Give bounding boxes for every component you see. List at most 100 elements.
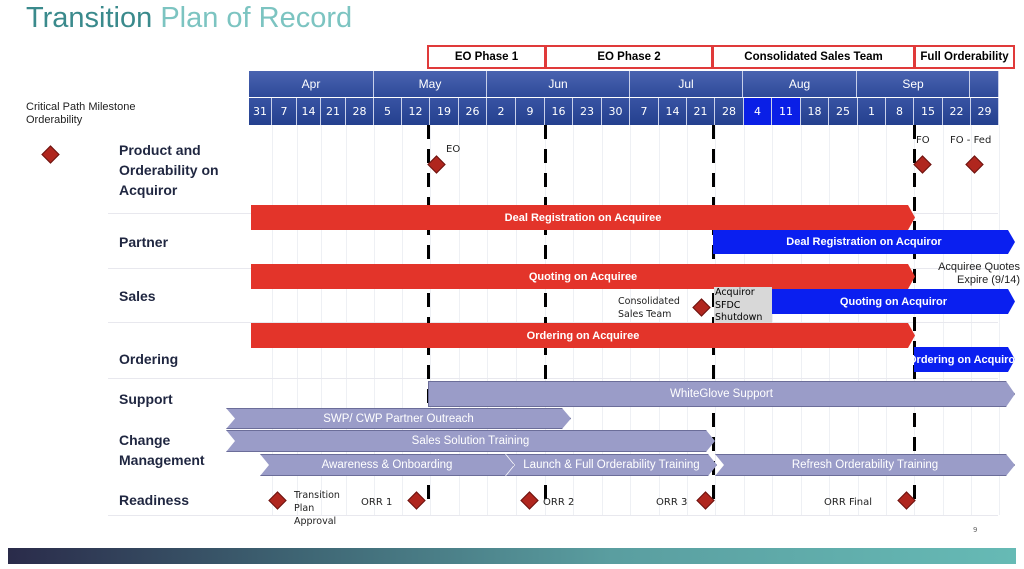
phase-full-orderability: Full Orderability xyxy=(914,45,1015,69)
quotes-expire-line1: Acquiree Quotes xyxy=(938,261,1020,273)
slide-title: Transition Plan of Record xyxy=(26,2,352,35)
bar-launch-training: Launch & Full Orderability Training xyxy=(506,454,717,476)
week-gridline xyxy=(321,125,322,515)
row-label-partner: Partner xyxy=(119,234,169,250)
milestone-fo-fed-label: FO - Fed xyxy=(950,135,992,146)
week-gridline xyxy=(659,125,660,515)
milestone-orr2-diamond-icon xyxy=(520,491,539,510)
row-divider xyxy=(108,515,998,516)
week-gridline xyxy=(858,125,859,515)
month-header: Sep xyxy=(857,71,970,97)
bar-quoting-acquiror: Quoting on Acquiror xyxy=(772,289,1015,314)
milestone-legend-diamond-icon xyxy=(41,145,60,164)
bar-deal-registration-acquiror: Deal Registration on Acquiror xyxy=(713,230,1015,254)
milestone-fo-label: FO xyxy=(916,135,930,146)
title-part2: Plan of Record xyxy=(160,2,353,34)
shutdown-line3: Shutdown xyxy=(715,312,763,323)
footer-gradient-bar xyxy=(8,548,1016,564)
week-gridline xyxy=(801,125,802,515)
month-header xyxy=(970,71,999,97)
phase-eo-1: EO Phase 1 xyxy=(427,45,546,69)
consolidated-line1: Consolidated xyxy=(618,296,680,307)
phase-boundary-line xyxy=(712,125,715,500)
quotes-expire-line2: Expire (9/14) xyxy=(957,274,1020,286)
week-gridline xyxy=(402,125,403,515)
week-gridline xyxy=(346,125,347,515)
bar-ordering-acquiree: Ordering on Acquiree xyxy=(251,323,915,348)
month-header: Jun xyxy=(487,71,630,97)
bar-sales-solution-training: Sales Solution Training xyxy=(226,430,715,452)
orr3-label: ORR 3 xyxy=(656,497,688,508)
week-gridline xyxy=(971,125,972,515)
week-header: 25 xyxy=(829,98,858,125)
row-label-product: Product and Orderability on Acquiror xyxy=(119,142,219,198)
week-gridline xyxy=(573,125,574,515)
phase-consolidated: Consolidated Sales Team xyxy=(712,45,915,69)
week-gridline xyxy=(297,125,298,515)
month-header: Aug xyxy=(743,71,857,97)
week-header: 19 xyxy=(430,98,459,125)
week-header: 4 xyxy=(744,98,772,125)
week-header: 1 xyxy=(858,98,886,125)
week-header: 9 xyxy=(516,98,545,125)
orr-final-label: ORR Final xyxy=(824,497,872,508)
week-header: 31 xyxy=(249,98,272,125)
tpa-line1: Transition xyxy=(294,490,340,501)
week-gridline xyxy=(487,125,488,515)
phase-eo-2: EO Phase 2 xyxy=(545,45,713,69)
month-header: May xyxy=(374,71,487,97)
week-header: 7 xyxy=(272,98,297,125)
shutdown-line2: SFDC xyxy=(715,299,741,311)
month-header: Jul xyxy=(630,71,743,97)
bar-whiteglove-support: WhiteGlove Support xyxy=(428,381,1015,407)
row-label-support: Support xyxy=(119,391,173,407)
milestone-consolidated-diamond-icon xyxy=(692,298,711,317)
shutdown-line1: Acquiror xyxy=(715,287,755,298)
week-header: 28 xyxy=(715,98,744,125)
row-divider xyxy=(108,322,998,323)
milestone-eo-label: EO xyxy=(446,144,461,155)
week-gridline xyxy=(602,125,603,515)
week-header: 16 xyxy=(545,98,573,125)
week-header: 2 xyxy=(487,98,516,125)
bar-ordering-acquiror: Ordering on Acquiror xyxy=(914,347,1015,372)
milestone-orr1-diamond-icon xyxy=(407,491,426,510)
week-gridline xyxy=(772,125,773,515)
week-header: 18 xyxy=(801,98,829,125)
week-header: 5 xyxy=(374,98,402,125)
week-gridline xyxy=(943,125,944,515)
bar-partner-outreach: SWP/ CWP Partner Outreach xyxy=(226,408,571,429)
row-divider xyxy=(108,378,998,379)
week-header: 11 xyxy=(772,98,801,125)
legend-line1: Critical Path Milestone xyxy=(26,101,136,113)
week-header: 7 xyxy=(630,98,659,125)
week-header: 21 xyxy=(321,98,346,125)
consolidated-line2: Sales Team xyxy=(618,309,672,320)
phase-boundary-line xyxy=(544,125,547,500)
week-header: 12 xyxy=(402,98,430,125)
week-gridline xyxy=(829,125,830,515)
tpa-line2: Plan xyxy=(294,503,315,514)
row-label-sales: Sales xyxy=(119,288,156,304)
week-gridline xyxy=(459,125,460,515)
week-header: 14 xyxy=(659,98,687,125)
orr1-label: ORR 1 xyxy=(361,497,393,508)
week-header: 22 xyxy=(943,98,971,125)
phase-boundary-line xyxy=(427,125,430,500)
week-header: 8 xyxy=(886,98,914,125)
week-header: 29 xyxy=(971,98,999,125)
orr2-label: ORR 2 xyxy=(543,497,575,508)
legend-line2: Orderability xyxy=(26,114,83,126)
week-header: 23 xyxy=(573,98,602,125)
week-header: 26 xyxy=(459,98,487,125)
week-gridline xyxy=(630,125,631,515)
week-gridline xyxy=(886,125,887,515)
week-header: 30 xyxy=(602,98,630,125)
week-header: 21 xyxy=(687,98,715,125)
row-label-change-management: Change Management xyxy=(119,432,205,468)
